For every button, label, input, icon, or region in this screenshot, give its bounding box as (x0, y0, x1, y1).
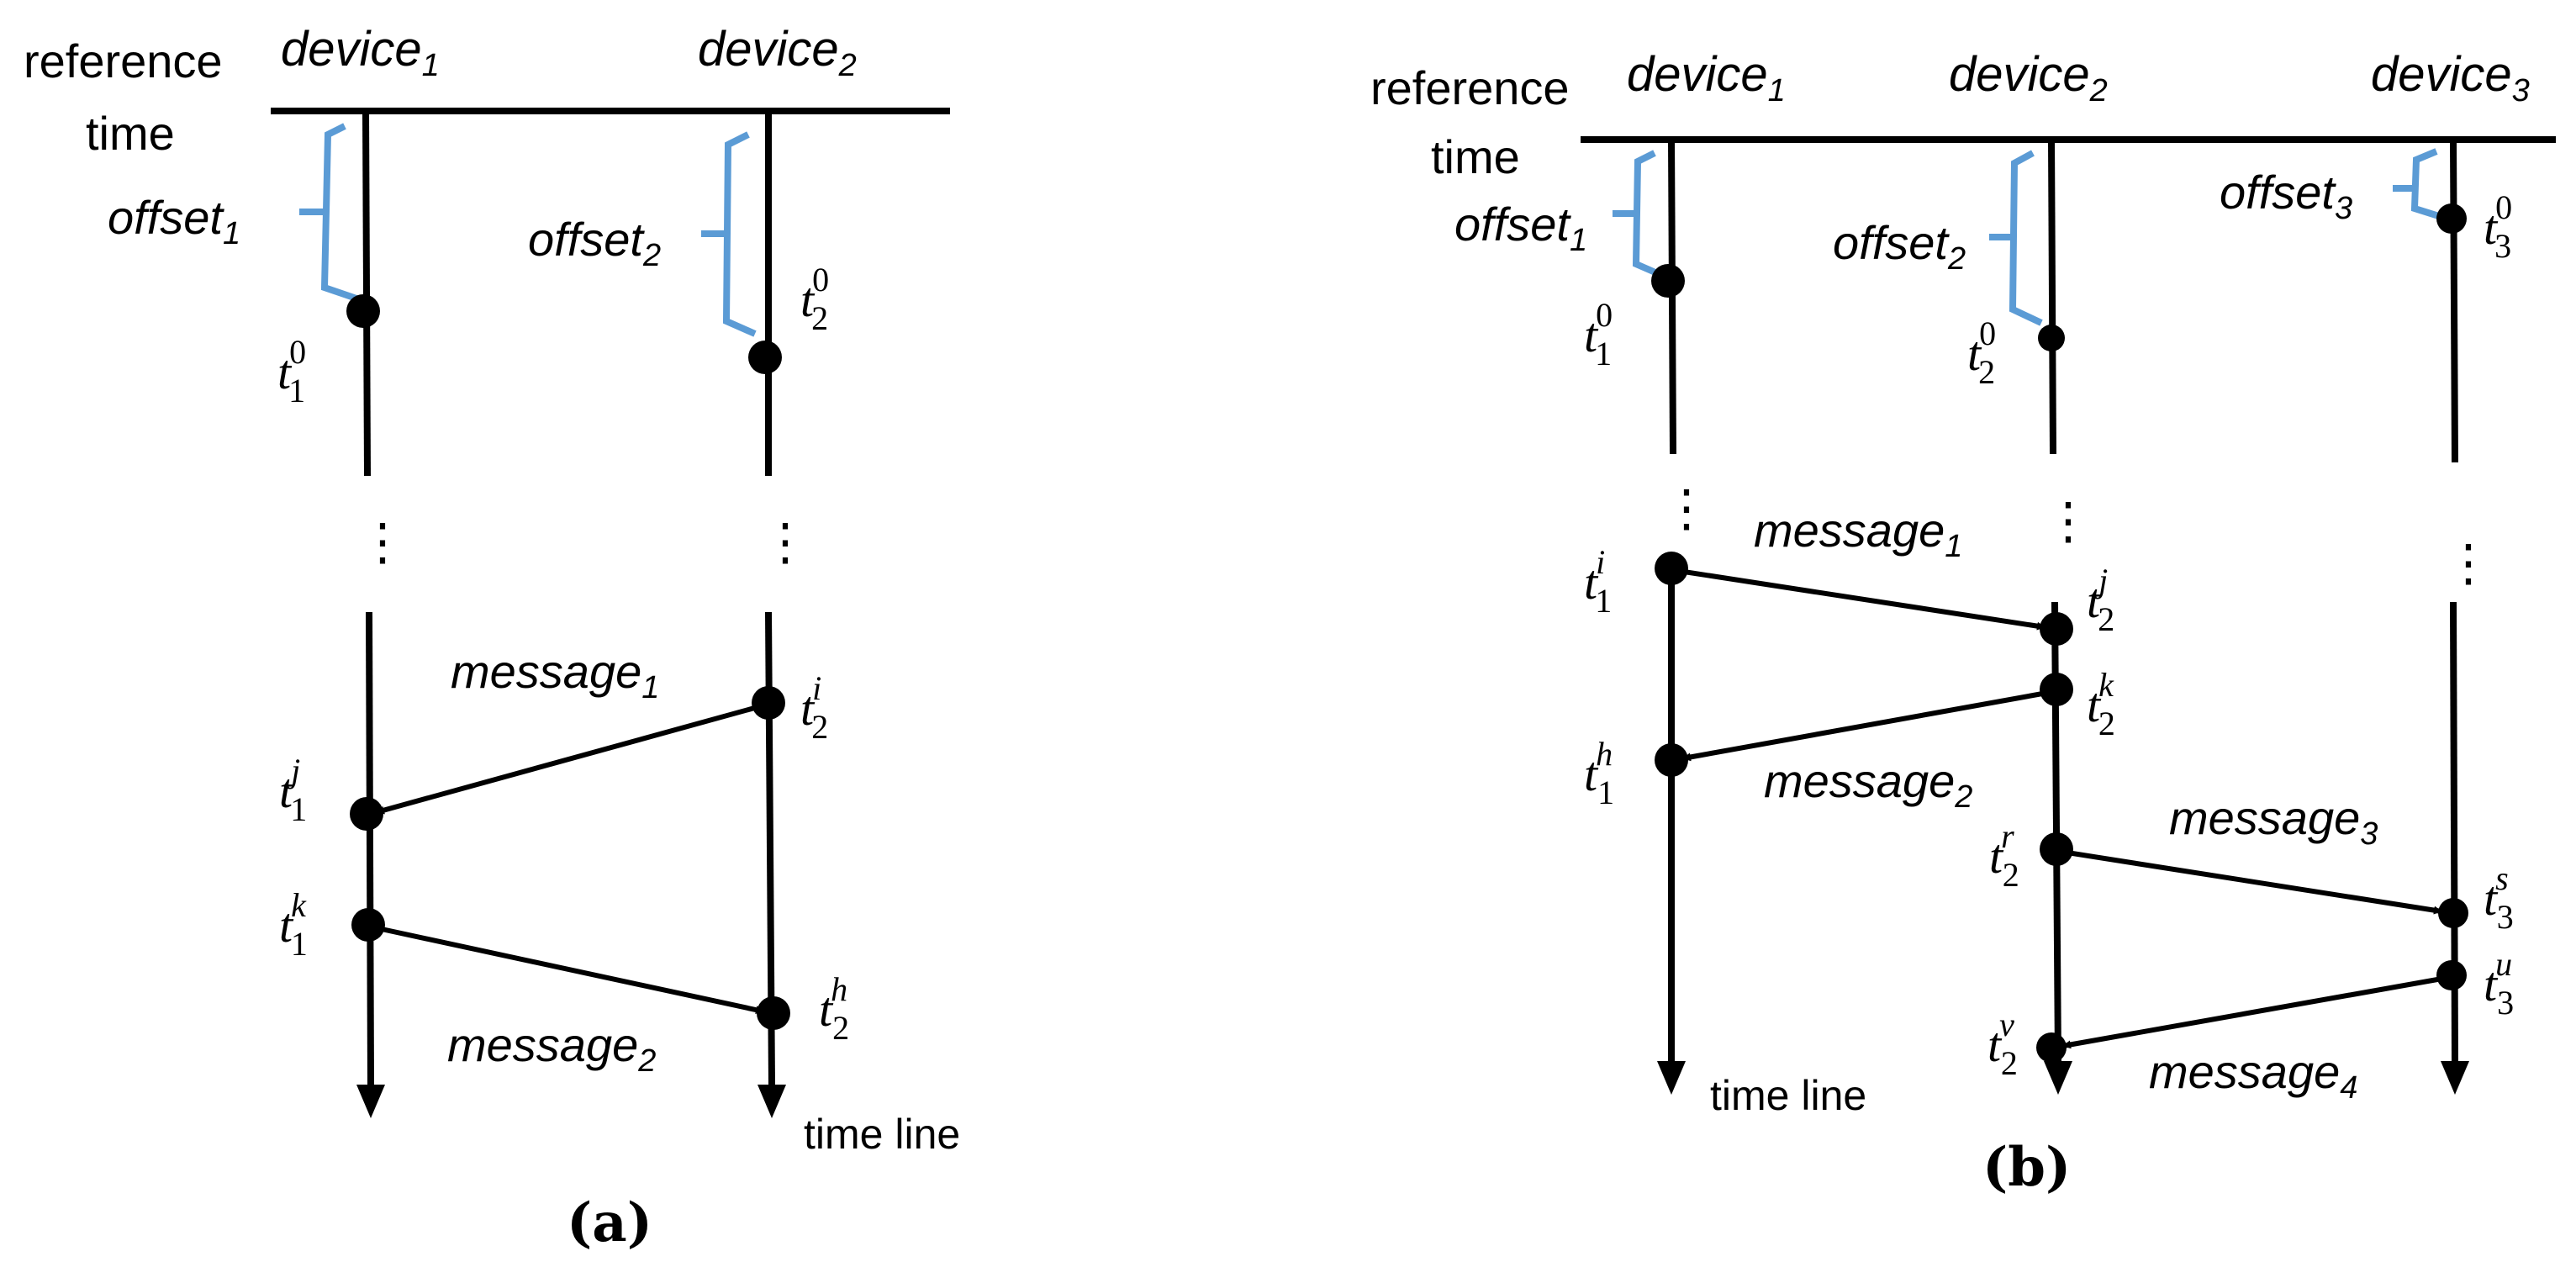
message-1-label: message1 (1754, 504, 1962, 564)
offset-1-label: offset1 (1454, 198, 1587, 258)
offset-2-bracket (701, 131, 757, 337)
message-4-label: message4 (2149, 1045, 2357, 1106)
offset-1-label: offset1 (108, 191, 240, 251)
time-line-label: time line (804, 1111, 960, 1158)
event-t1-0 (1651, 264, 1685, 298)
device-2-timeline (2051, 601, 2061, 1062)
ellipsis: ⋮ (2443, 534, 2494, 593)
device-2-label: device2 (698, 22, 857, 83)
device-1-label: device1 (1627, 47, 1786, 108)
event-t1-h (1655, 743, 1688, 777)
message-1-arrow (376, 702, 768, 815)
ellipsis: ⋮ (760, 513, 810, 572)
device-3-timeline (2450, 601, 2458, 1062)
ellipsis: ⋮ (1661, 479, 1712, 538)
reference-label: time (1431, 130, 1520, 183)
event-t2-v (2036, 1032, 2067, 1063)
ellipsis: ⋮ (2043, 492, 2093, 551)
message-3-label: message3 (2169, 791, 2378, 852)
reference-label: reference (1370, 61, 1570, 114)
time-line-label: time line (1710, 1072, 1866, 1119)
message-2-label: message2 (1764, 754, 1972, 815)
event-t1-k (351, 908, 385, 942)
device-1-timeline (366, 611, 374, 1085)
panel-caption: (a) (567, 1191, 652, 1254)
ellipsis: ⋮ (357, 513, 408, 572)
message-1-label: message1 (451, 645, 659, 705)
device-3-label: device3 (2371, 47, 2530, 108)
panel-a: reference time device1 device2 ⋮ ⋮ offse… (24, 22, 960, 1254)
event-t2-i (752, 686, 785, 720)
device-1-timeline (362, 110, 371, 477)
message-1-arrow (1672, 568, 2045, 631)
device-1-arrow-head (1657, 1061, 1686, 1095)
reference-label: time (86, 107, 175, 160)
event-t2-k (2040, 673, 2073, 706)
device-2-timeline (2048, 139, 2056, 455)
offset-1-bracket (299, 123, 358, 302)
event-t1-0 (346, 294, 380, 328)
panel-caption: (b) (1982, 1136, 2071, 1199)
message-2-label: message2 (447, 1018, 656, 1079)
event-t2-j (2040, 612, 2073, 646)
device-3-timeline (2450, 139, 2458, 463)
offset-1-bracket (1613, 150, 1665, 279)
event-t1-j (350, 797, 383, 831)
event-t1-i (1655, 552, 1688, 585)
event-t3-u (2436, 960, 2467, 990)
event-t2-h (757, 996, 790, 1030)
panel-b: reference time device1 device2 device3 ⋮… (1370, 47, 2556, 1199)
event-t3-s (2438, 898, 2468, 928)
offset-2-label: offset2 (1833, 216, 1966, 277)
device-2-arrow-head (2044, 1061, 2072, 1095)
device-3-arrow-head (2441, 1061, 2469, 1095)
event-t3-0 (2436, 203, 2467, 234)
device-2-arrow-head (757, 1085, 786, 1118)
offset-3-label: offset3 (2220, 166, 2352, 226)
offset-3-bracket (2393, 148, 2443, 220)
offset-2-label: offset2 (528, 213, 661, 273)
device-2-label: device2 (1949, 47, 2108, 108)
device-1-label: device1 (281, 22, 440, 83)
message-4-arrow (2062, 974, 2452, 1049)
message-3-arrow (2056, 848, 2442, 915)
reference-label: reference (24, 34, 223, 87)
event-t2-0 (748, 341, 782, 374)
device-1-arrow-head (356, 1085, 385, 1118)
offset-2-bracket (1989, 150, 2043, 326)
event-t2-r (2040, 832, 2073, 866)
event-t2-0 (2038, 325, 2065, 351)
message-2-arrow (369, 924, 764, 1014)
message-2-arrow (1682, 689, 2057, 762)
